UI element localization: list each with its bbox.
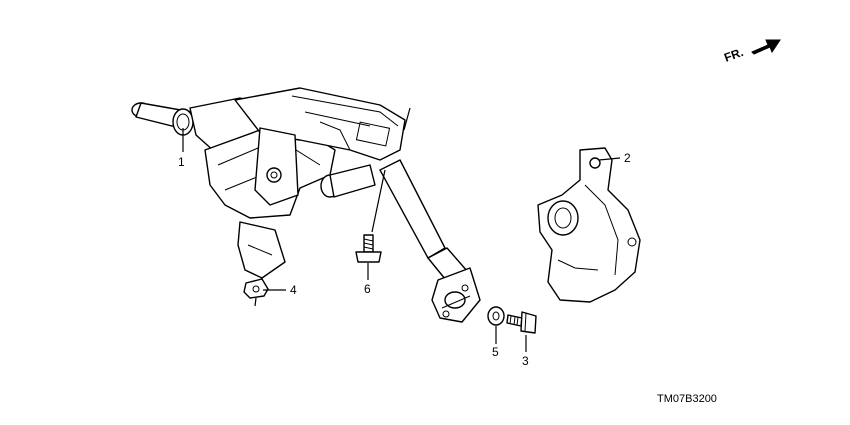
washer-5 <box>487 306 505 326</box>
callout-4: 4 <box>290 283 297 297</box>
arrow-right-icon <box>751 39 781 55</box>
flange-nut-4 <box>243 278 269 299</box>
callout-5: 5 <box>492 345 499 359</box>
front-direction-indicator: FR. <box>722 39 781 65</box>
flange-bolt-3 <box>506 311 537 334</box>
column-cover <box>537 147 641 303</box>
diagram-code: TM07B3200 <box>657 393 717 405</box>
direction-label: FR. <box>722 45 745 65</box>
flange-bolt-6 <box>355 234 382 263</box>
callout-2: 2 <box>624 151 631 165</box>
callout-3: 3 <box>522 354 529 368</box>
leader-lines <box>182 107 621 352</box>
callout-6: 6 <box>364 282 371 296</box>
callout-1: 1 <box>178 155 185 169</box>
steering-column-assembly <box>131 87 481 323</box>
